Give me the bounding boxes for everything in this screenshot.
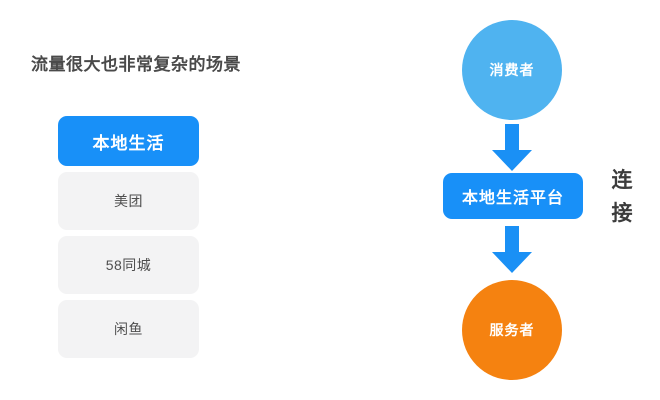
flow-node-provider: 服务者 xyxy=(462,280,562,380)
list-item-58tongcheng[interactable]: 58同城 xyxy=(58,236,199,294)
category-list: 本地生活 美团 58同城 闲鱼 xyxy=(58,116,199,364)
flow-node-platform: 本地生活平台 xyxy=(443,173,583,219)
list-item-label: 本地生活 xyxy=(92,133,165,153)
list-item-label: 美团 xyxy=(114,193,143,209)
connect-label-char-2: 接 xyxy=(611,202,633,225)
arrow-down-icon xyxy=(490,124,534,172)
page-title: 流量很大也非常复杂的场景 xyxy=(31,55,241,74)
list-item-label: 闲鱼 xyxy=(114,321,143,337)
list-item-label: 58同城 xyxy=(105,257,152,273)
flow-node-consumer: 消费者 xyxy=(462,20,562,120)
arrow-down-icon xyxy=(490,226,534,274)
list-item-meituan[interactable]: 美团 xyxy=(58,172,199,230)
flow-node-consumer-label: 消费者 xyxy=(489,62,535,78)
connect-label: 连 接 xyxy=(607,164,637,230)
list-item-local-life[interactable]: 本地生活 xyxy=(58,116,199,166)
flow-node-platform-label: 本地生活平台 xyxy=(461,190,564,207)
left-panel: 流量很大也非常复杂的场景 本地生活 美团 58同城 闲鱼 xyxy=(31,55,241,364)
flow-node-provider-label: 服务者 xyxy=(489,322,535,338)
flow-diagram: 消费者 本地生活平台 服务者 连 接 xyxy=(330,0,660,400)
list-item-xianyu[interactable]: 闲鱼 xyxy=(58,300,199,358)
connect-label-char-1: 连 xyxy=(611,169,633,192)
